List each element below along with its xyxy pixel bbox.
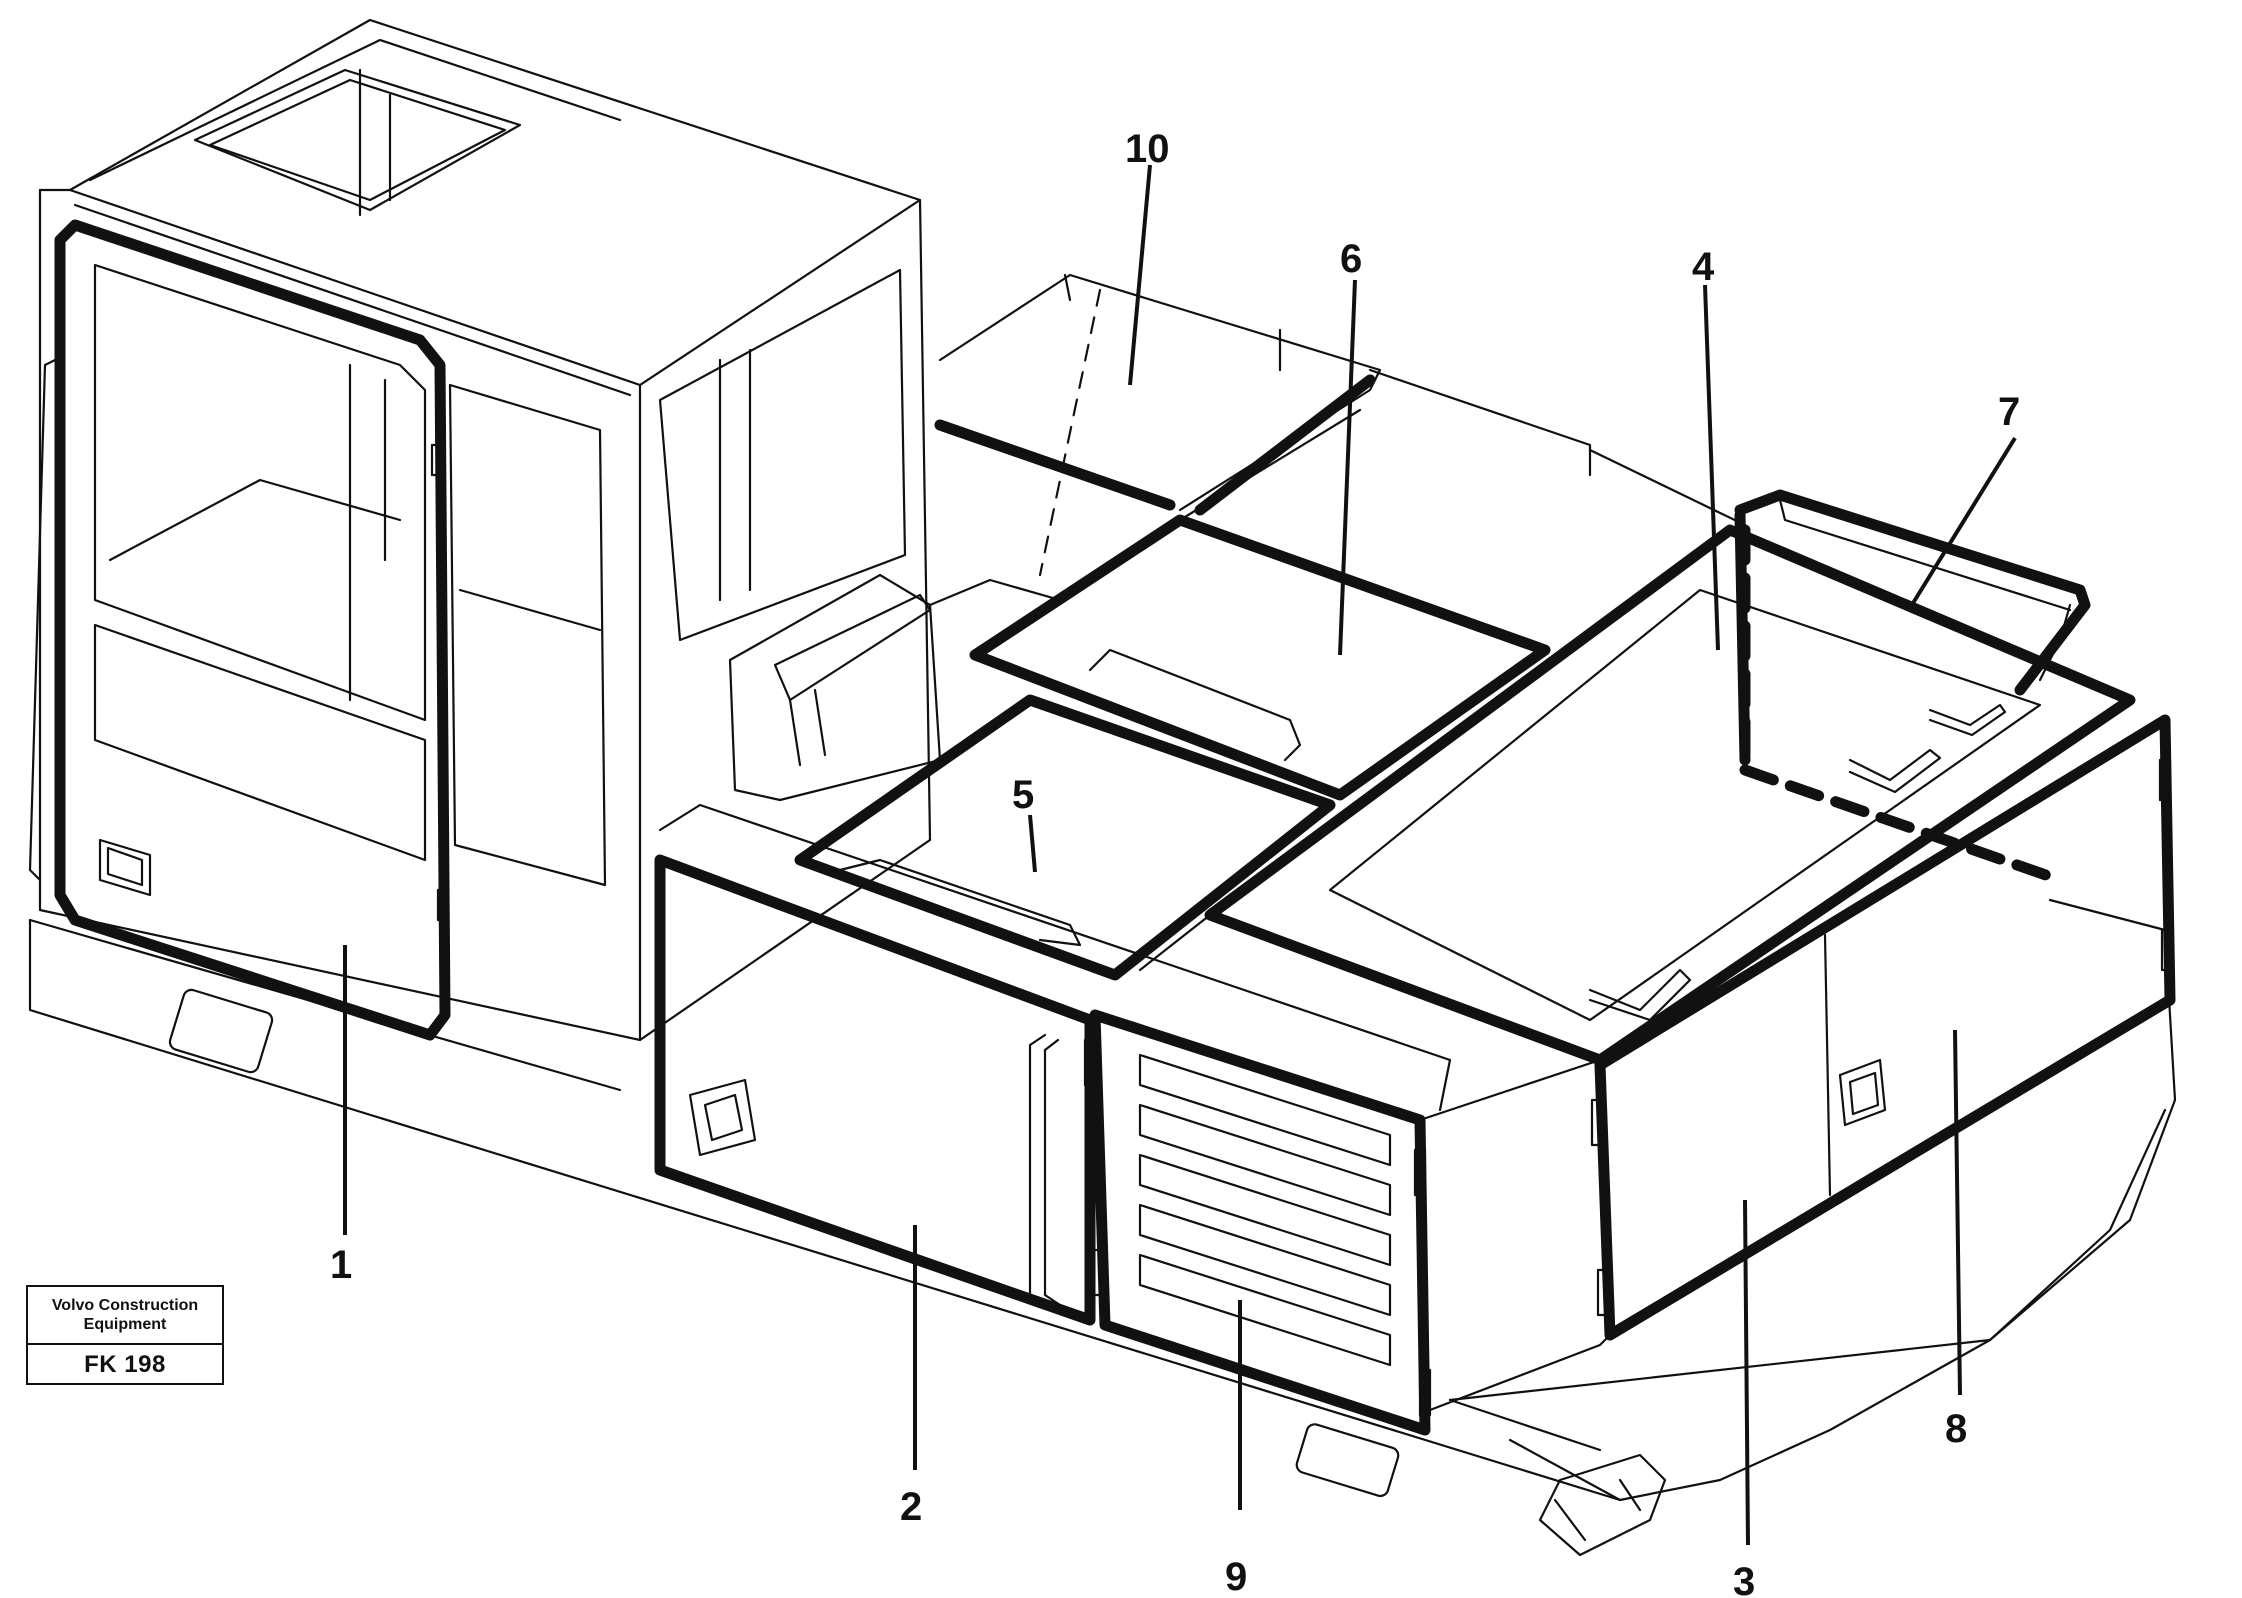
callout-8: 8 [1945, 1407, 1967, 1451]
leader-10 [1128, 164, 1152, 386]
leader-7 [1908, 436, 2017, 610]
reference-box: Volvo Construction Equipment FK 198 [26, 1285, 224, 1385]
figure-code: FK 198 [84, 1351, 166, 1378]
callout-10: 10 [1125, 127, 1170, 171]
callout-7: 7 [1998, 390, 2020, 434]
company-line-2: Equipment [83, 1316, 167, 1333]
leader-4 [1703, 284, 1720, 651]
operator-cab [28, 18, 932, 1042]
callout-1: 1 [330, 1243, 352, 1287]
callout-4: 4 [1692, 245, 1715, 289]
leader-6 [1338, 279, 1357, 656]
callout-6: 6 [1340, 237, 1362, 281]
callout-3: 3 [1733, 1560, 1755, 1598]
company-label: Volvo Construction Equipment [28, 1287, 222, 1345]
callout-5: 5 [1012, 773, 1034, 817]
rear-panels [1418, 714, 2176, 1412]
top-hatches [728, 273, 2136, 1066]
callouts: 1 2 3 4 5 6 7 8 9 10 [330, 127, 2020, 1598]
leader-3 [1743, 1199, 1750, 1546]
leader-5 [1028, 814, 1037, 873]
leader-8 [1953, 1029, 1962, 1396]
callout-2: 2 [900, 1485, 922, 1529]
company-line-1: Volvo Construction [51, 1297, 199, 1314]
callout-9: 9 [1225, 1555, 1247, 1598]
base-frame [28, 898, 2177, 1557]
side-panels [654, 803, 1452, 1436]
